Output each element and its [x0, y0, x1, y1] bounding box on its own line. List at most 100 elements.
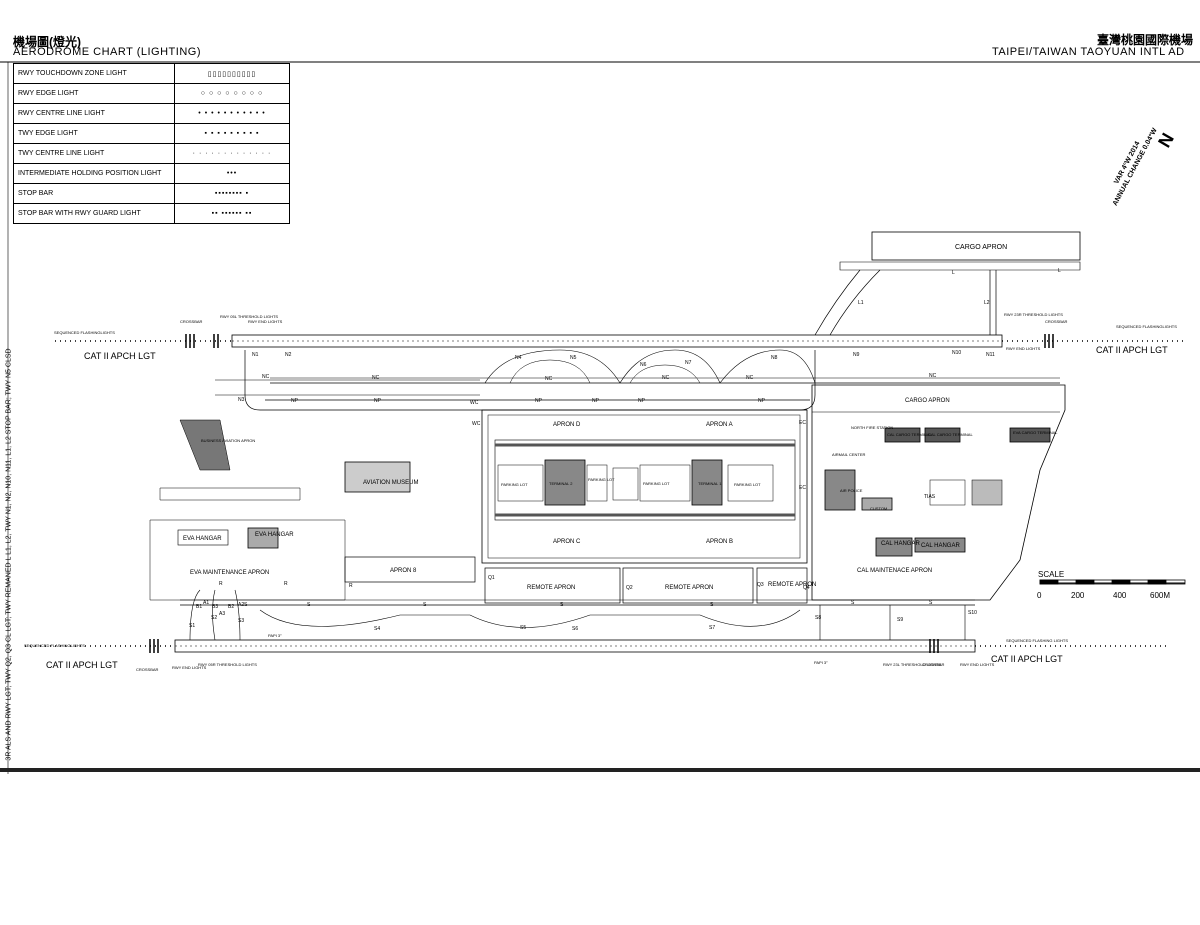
taxiway-label: N1	[252, 352, 259, 358]
aviation-museum-bldg	[344, 461, 411, 493]
taxiway-label: B3	[212, 604, 219, 610]
title-zh: 機場圖(燈光)	[13, 35, 81, 49]
eva-hangar-1-bldg	[177, 529, 229, 546]
eva-hangar-2-bldg	[247, 527, 279, 549]
taxiway-label: S8	[815, 615, 822, 621]
taxiway-label: N7	[685, 360, 692, 366]
taxiway-label: R	[349, 583, 353, 589]
label-thr-05l: RWY 05L THRESHOLD LIGHTS	[220, 314, 279, 319]
label-apron-d: APRON D	[553, 422, 581, 428]
label-terminal-1: TERMINAL 1	[698, 481, 722, 486]
taxiway-label: NC	[929, 373, 937, 379]
label-thr-23l: RWY 23L THRESHOLD LIGHTS	[883, 662, 942, 667]
label-seq-sw: SEQUENCED FLASHINGLIGHTS	[24, 643, 85, 648]
magvar-badge	[1104, 116, 1168, 204]
label-cat-ii-sw: CAT II APCH LGT	[46, 660, 118, 670]
taxiway-label: L	[952, 270, 955, 276]
taxiway-label: NC	[746, 375, 754, 381]
airport-name-zh: 臺灣桃園國際機場	[1097, 33, 1194, 47]
terminal-1-bldg	[691, 459, 723, 506]
taxiway-label: S	[851, 600, 855, 606]
taxiway-label: S7	[709, 625, 716, 631]
label-eva-hangar-2: EVA HANGAR	[255, 532, 294, 538]
label-cal-hangar-1: CAL HANGAR	[881, 541, 920, 547]
taxiway-label: Q1	[488, 575, 495, 581]
label-tias: TIAS	[924, 494, 936, 500]
taxiway-label: EC	[799, 485, 806, 491]
taxiway-label: N10	[952, 350, 962, 356]
cal-hangar-1-bldg	[875, 537, 913, 557]
taxiway-label: A2	[238, 602, 245, 608]
label-seq-nw: SEQUENCED FLASHINGLIGHTS	[54, 330, 115, 335]
label-north-fire: NORTH FIRE STATION	[851, 425, 894, 430]
taxiway-label: Q3	[757, 582, 764, 588]
taxiway-label: S3	[238, 618, 245, 624]
label-cargo-apron: CARGO APRON	[905, 398, 950, 404]
taxiway-label: B1	[196, 604, 203, 610]
legend-row: RWY TOUCHDOWN ZONE LIGHT▯▯▯▯▯▯▯▯▯▯	[13, 63, 290, 84]
taxiway-label: S	[560, 602, 564, 608]
scale-tick-400: 400	[1113, 591, 1127, 600]
label-parking-lot-2: PARKING LOT	[588, 477, 615, 482]
cargo-apron-top	[871, 231, 1081, 261]
label-cal-maint: CAL MAINTENACE APRON	[857, 568, 933, 574]
label-eva-maint: EVA MAINTENANCE APRON	[190, 570, 270, 576]
label-cat-ii-nw: CAT II APCH LGT	[84, 351, 156, 361]
taxiway-label: NC	[545, 376, 553, 382]
taxiway-label: R	[284, 581, 288, 587]
taxiway-label: A1	[203, 600, 210, 606]
taxiway-label: NP	[291, 398, 298, 404]
taxiway-label: NP	[758, 398, 765, 404]
label-airmail: AIRMAIL CENTER	[832, 452, 866, 457]
label-cat-ii-ne: CAT II APCH LGT	[1096, 345, 1168, 355]
legend-label: STOP BAR WITH RWY GUARD LIGHT	[13, 203, 175, 224]
label-parking-lot-4: PARKING LOT	[734, 482, 761, 487]
taxiway-label: NC	[372, 375, 380, 381]
label-seq-se: SEQUENCED FLASHING LIGHTS	[1006, 638, 1069, 643]
taxiway-label: N3	[238, 397, 245, 403]
taxiway-label: N11	[986, 352, 995, 358]
taxiway-label: S	[929, 600, 933, 606]
label-remote-apron-1: REMOTE APRON	[527, 585, 576, 591]
taxiway-label: WC	[472, 421, 481, 427]
scale-tick-600: 600M	[1150, 591, 1171, 600]
label-end-sw: RWY END LIGHTS	[172, 665, 207, 670]
taxiway-label: A3	[219, 611, 226, 617]
taxiway-label: S	[710, 602, 714, 608]
label-apron-a: APRON A	[706, 422, 733, 428]
taxiway-label: S6	[572, 626, 579, 632]
label-parking-lot-1: PARKING LOT	[501, 482, 528, 487]
taxiway-label: N4	[515, 355, 522, 361]
label-cat-ii-se: CAT II APCH LGT	[991, 654, 1063, 664]
label-custom: CUSTOM	[870, 506, 888, 511]
scale-tick-200: 200	[1071, 591, 1085, 600]
taxiway-label: L2	[984, 300, 990, 306]
taxiway-label: Q2	[626, 585, 633, 591]
taxiway-label: S	[244, 602, 248, 608]
label-apron-b: APRON B	[706, 539, 734, 545]
legend-row: RWY EDGE LIGHT○ ○ ○ ○ ○ ○ ○ ○	[13, 83, 290, 104]
label-end-se: RWY END LIGHTS	[960, 662, 995, 667]
label-air-police: AIR POLICE	[840, 488, 863, 493]
label-remote-apron-3: REMOTE APRON	[768, 582, 817, 588]
label-apron-c: APRON C	[553, 539, 581, 545]
taxiway-label: N9	[853, 352, 860, 358]
legend-row: INTERMEDIATE HOLDING POSITION LIGHT•••	[13, 163, 290, 184]
lighting-legend: RWY TOUCHDOWN ZONE LIGHT▯▯▯▯▯▯▯▯▯▯RWY ED…	[13, 63, 290, 224]
label-apron-8: APRON 8	[390, 568, 417, 574]
taxiway-label: R	[219, 581, 223, 587]
label-crossbar-ne: CROSSBAR	[1045, 319, 1068, 324]
taxiway-label: WC	[470, 400, 479, 406]
label-terminal-2: TERMINAL 2	[549, 481, 573, 486]
label-parking-lot-3: PARKING LOT	[643, 481, 670, 486]
label-eva-hangar-1: EVA HANGAR	[183, 536, 222, 542]
terminal-2-bldg	[544, 459, 586, 506]
label-seq-ne: SEQUENCED FLASHINGLIGHTS	[1116, 324, 1177, 329]
label-cal-cargo-1: CAL CARGO TERMINAL	[887, 432, 932, 437]
label-end-ne: RWY END LIGHTS	[1006, 346, 1041, 351]
label-papi-1: PAPI 3°	[268, 633, 282, 638]
label-papi-2: PAPI 3°	[814, 660, 828, 665]
taxiway-label: N5	[570, 355, 577, 361]
label-end-nw: RWY END LIGHTS	[248, 319, 283, 324]
legend-symbol: ▪▪ ▪▪▪▪▪▪ ▪▪	[174, 203, 290, 224]
